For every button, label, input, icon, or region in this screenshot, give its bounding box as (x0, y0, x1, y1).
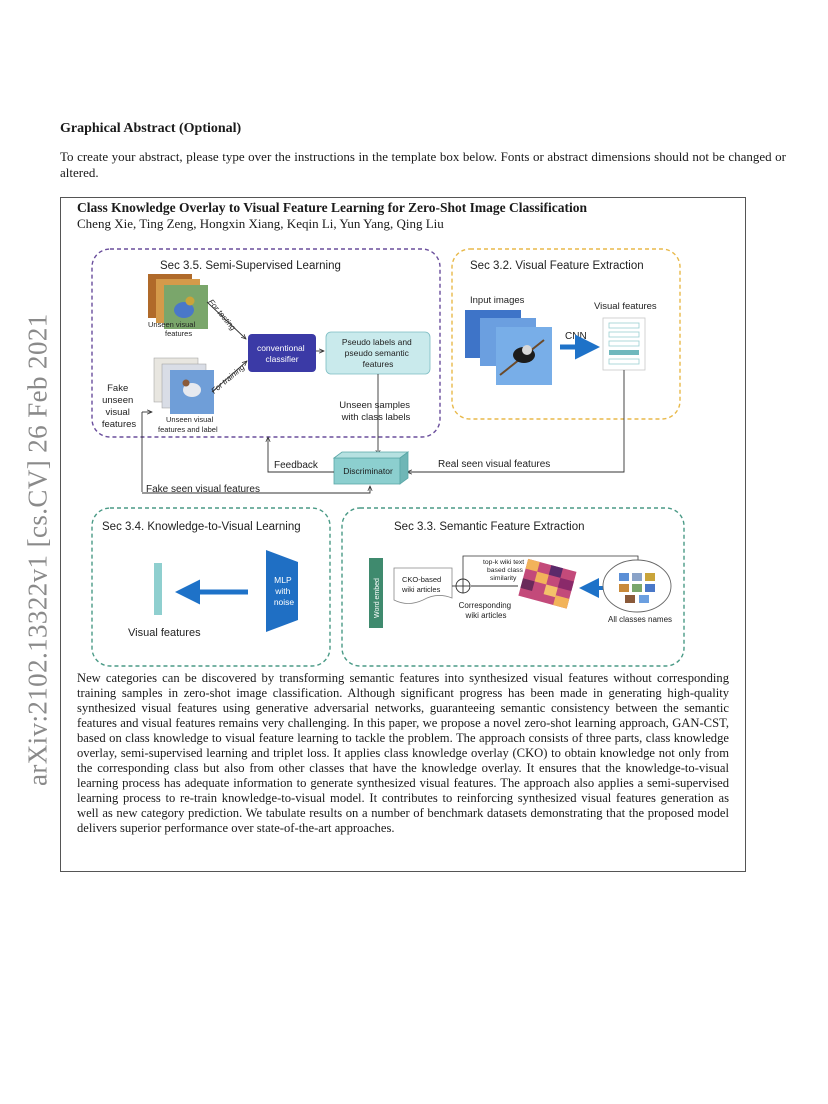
similarity-heatmap (518, 558, 577, 609)
arxiv-identifier: arXiv:2102.13322v1 [cs.CV] 26 Feb 2021 (22, 313, 53, 787)
cko-doc (393, 567, 453, 604)
word-embed-label: Word embed (374, 578, 381, 618)
visual-feature-vector (602, 317, 646, 371)
sec35-title: Sec 3.5. Semi-Supervised Learning (160, 260, 341, 272)
all-classes-label: All classes names (608, 615, 672, 624)
classifier-label: conventional classifier (257, 343, 307, 364)
word-embed-box (369, 558, 383, 628)
corresponding-label: Corresponding wiki articles (459, 601, 514, 620)
abstract-template-box (60, 197, 746, 872)
input-images-label: Input images (470, 295, 525, 306)
pseudo-labels-label: Pseudo labels and pseudo semantic featur… (342, 337, 414, 369)
graphical-abstract-heading: Graphical Abstract (Optional) (60, 121, 242, 136)
unseen-images-training (153, 357, 214, 414)
discriminator-label: Discriminator (343, 466, 393, 476)
sec34-title: Sec 3.4. Knowledge-to-Visual Learning (102, 521, 301, 533)
fake-seen-label: Fake seen visual features (146, 484, 260, 495)
sec33-title: Sec 3.3. Semantic Feature Extraction (394, 521, 584, 533)
mlp-label: MLP with noise (274, 575, 295, 607)
fake-unseen-label: Fake unseen visual features (102, 383, 137, 430)
sec33-box (341, 507, 685, 667)
feedback-label: Feedback (274, 460, 319, 471)
unseen-visual-features-and-label: Unseen visual features and label (158, 415, 218, 434)
visual-feature-bar (154, 563, 162, 615)
unseen-images-testing (148, 274, 208, 329)
class-thumbnails (619, 573, 655, 603)
conventional-classifier-box (248, 334, 316, 372)
cnn-label: CNN (565, 331, 587, 342)
real-seen-label: Real seen visual features (438, 459, 550, 470)
sec34-box (91, 507, 331, 667)
for-training-label: For training (210, 362, 247, 395)
unseen-samples-label: Unseen samples with class labels (339, 400, 412, 423)
template-instructions: To create your abstract, please type ove… (60, 149, 786, 180)
paper-authors: Cheng Xie, Ting Zeng, Hongxin Xiang, Keq… (77, 216, 444, 231)
sec35-box (91, 248, 441, 438)
method-diagram: Sec 3.5. Semi-Supervised Learning Unseen… (91, 248, 685, 667)
input-images (465, 310, 552, 385)
paper-title: Class Knowledge Overlay to Visual Featur… (77, 200, 587, 215)
cko-label: CKO-based wiki articles (401, 575, 443, 594)
unseen-visual-features-label: Unseen visual features (148, 320, 197, 338)
visual-features-label-34: Visual features (128, 627, 201, 639)
sec32-title: Sec 3.2. Visual Feature Extraction (470, 260, 644, 272)
visual-features-label-32: Visual features (594, 301, 657, 312)
abstract-text: New categories can be discovered by tran… (77, 671, 729, 836)
sec32-box (451, 248, 681, 420)
discriminator-box (333, 457, 401, 485)
mlp-block (266, 550, 298, 632)
topk-label: top-k wiki text based class similarity (483, 559, 526, 582)
